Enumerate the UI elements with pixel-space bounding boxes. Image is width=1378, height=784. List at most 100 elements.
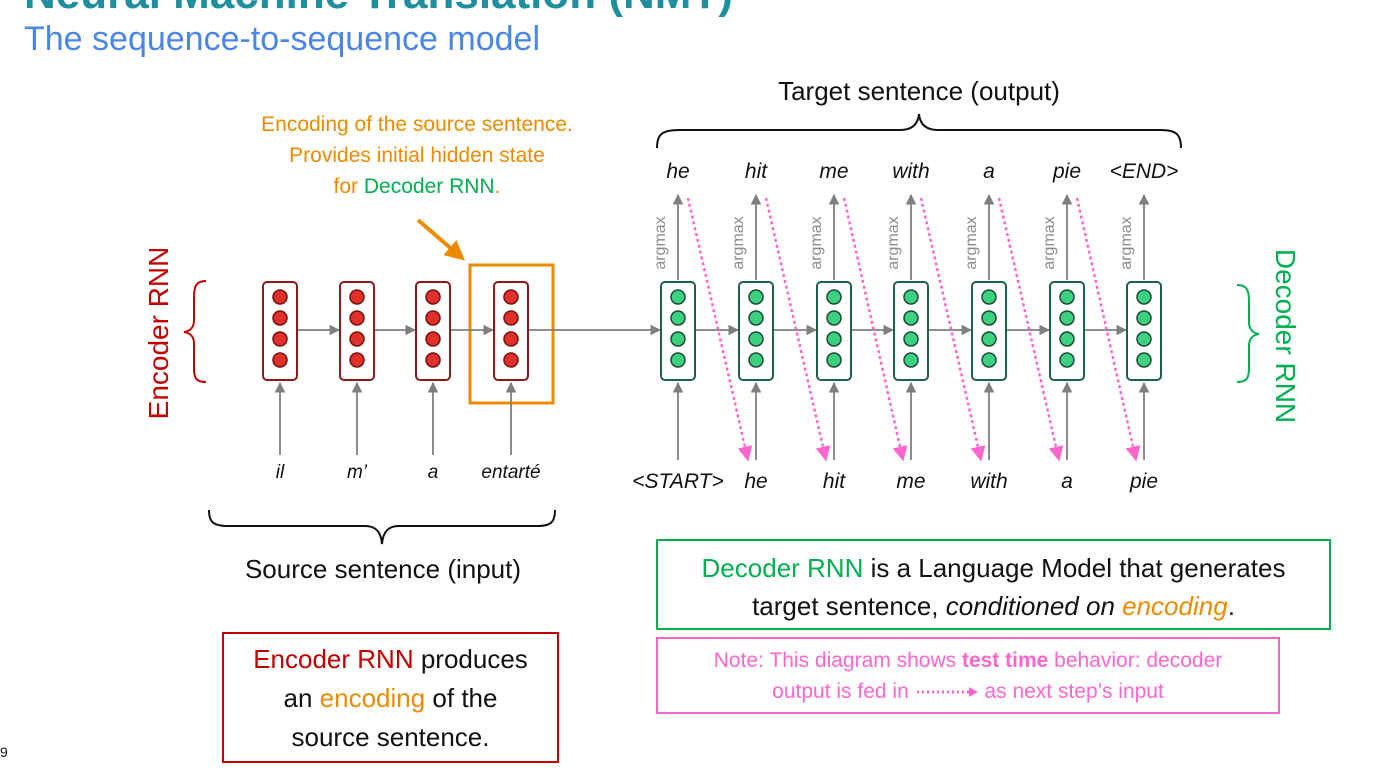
target-word: <END> [1110,160,1179,183]
encoder-cell [493,281,529,381]
encoding-note-line3-prefix: for [334,175,364,198]
encoder-hidden-unit [425,310,441,326]
decoder-hidden-unit [670,352,686,368]
decoder-hidden-unit [670,331,686,347]
target-word: me [819,160,848,183]
decoder-hidden-unit [748,310,764,326]
feedback-dotted-arrow [919,197,986,462]
target-sentence-label: Target sentence (output) [778,76,1060,106]
decoder-description-line2: target sentence, conditioned on encoding… [658,587,1329,625]
decoder-description-italic: conditioned on [945,591,1123,621]
note-prefix: Note: This diagram shows [713,649,962,672]
page-number: 9 [0,744,8,760]
encoder-hidden-unit [349,352,365,368]
decoder-hidden-unit [1059,289,1075,305]
decoder-hidden-unit [1059,331,1075,347]
encoder-hidden-unit [272,352,288,368]
encoder-description-line2-a: an [283,683,320,713]
decoder-input-word: pie [1129,470,1158,493]
encoder-description-encoding: encoding [319,683,426,713]
decoder-hidden-unit [748,331,764,347]
target-word: a [983,160,995,183]
target-brace [656,113,1182,149]
feedback-dotted-arrow [764,197,831,462]
feedback-dotted-arrow [997,197,1064,462]
feedback-dotted-arrow [842,197,908,462]
encoding-note-decoder-rnn: Decoder RNN [364,175,495,198]
decoder-hidden-unit [981,310,997,326]
encoder-hidden-unit [272,331,288,347]
decoder-brace [1236,284,1260,383]
decoder-hidden-unit [826,331,842,347]
feedback-dotted-arrow [686,197,753,462]
decoder-description-rest: is a Language Model that generates [863,553,1286,583]
source-word: il [276,462,285,483]
encoder-description-line2-b: of the [425,683,498,713]
decoder-hidden-unit [981,289,997,305]
target-word: hit [745,160,768,183]
encoder-description-line2: an encoding of the [224,679,557,718]
slide-subtitle: The sequence-to-sequence model [24,20,540,58]
decoder-hidden-unit [826,310,842,326]
note-bold: test time [961,649,1049,672]
decoder-rnn-label: Decoder RNN [1270,249,1301,423]
decoder-hidden-unit [670,310,686,326]
source-word: a [428,462,439,483]
encoder-hidden-unit [503,289,519,305]
decoder-hidden-unit [1136,289,1152,305]
encoder-hidden-unit [503,310,519,326]
argmax-label: argmax [808,216,825,269]
decoder-description-line1: Decoder RNN is a Language Model that gen… [658,549,1329,587]
decoder-cell [893,281,929,381]
encoding-note-line3-suffix: . [495,175,501,198]
decoder-hidden-unit [981,352,997,368]
encoder-description-box: Encoder RNN produces an encoding of the … [222,632,559,763]
decoder-input-word: he [744,470,767,493]
encoder-hidden-unit [503,331,519,347]
encoder-hidden-unit [425,352,441,368]
target-word: he [666,160,689,183]
decoder-cell [738,281,774,381]
encoder-rnn-label: Encoder RNN [143,247,174,420]
note-line2-a: output is fed in [772,680,915,703]
encoder-hidden-unit [349,331,365,347]
encoder-hidden-unit [425,331,441,347]
decoder-hidden-unit [748,352,764,368]
encoding-pointer-arrow [416,218,466,261]
decoder-cell [1049,281,1085,381]
decoder-hidden-unit [1059,310,1075,326]
decoder-hidden-unit [981,331,997,347]
encoder-hidden-unit [349,310,365,326]
decoder-description-box: Decoder RNN is a Language Model that gen… [656,539,1331,630]
target-word: with [892,160,929,183]
source-word: m’ [347,462,368,483]
decoder-hidden-unit [903,310,919,326]
encoding-note-line3: for Decoder RNN. [334,175,501,198]
decoder-hidden-unit [903,331,919,347]
argmax-label: argmax [963,216,980,269]
note-line2-b: as next step’s input [978,680,1164,703]
decoder-description-encoding: encoding [1122,591,1228,621]
decoder-cell [816,281,852,381]
decoder-hidden-unit [1136,310,1152,326]
feedback-dotted-arrow [1075,197,1141,462]
encoder-cell [339,281,375,381]
decoder-hidden-unit [1059,352,1075,368]
decoder-hidden-unit [670,289,686,305]
dotted-arrow-icon [916,687,978,698]
source-sentence-label: Source sentence (input) [245,554,521,584]
note-line2: output is fed in as next step’s input [658,676,1278,707]
target-word: pie [1052,160,1081,183]
decoder-hidden-unit [826,352,842,368]
encoder-description-line1: Encoder RNN produces [224,640,557,679]
argmax-label: argmax [1118,216,1135,269]
argmax-label: argmax [730,216,747,269]
encoder-hidden-unit [349,289,365,305]
decoder-input-word: me [896,470,925,493]
encoder-description-colored: Encoder RNN [253,644,414,674]
encoder-description-line3: source sentence. [291,722,490,752]
source-brace [208,509,556,545]
decoder-hidden-unit [1136,352,1152,368]
encoding-note: Encoding of the source sentence. Provide… [261,113,573,198]
